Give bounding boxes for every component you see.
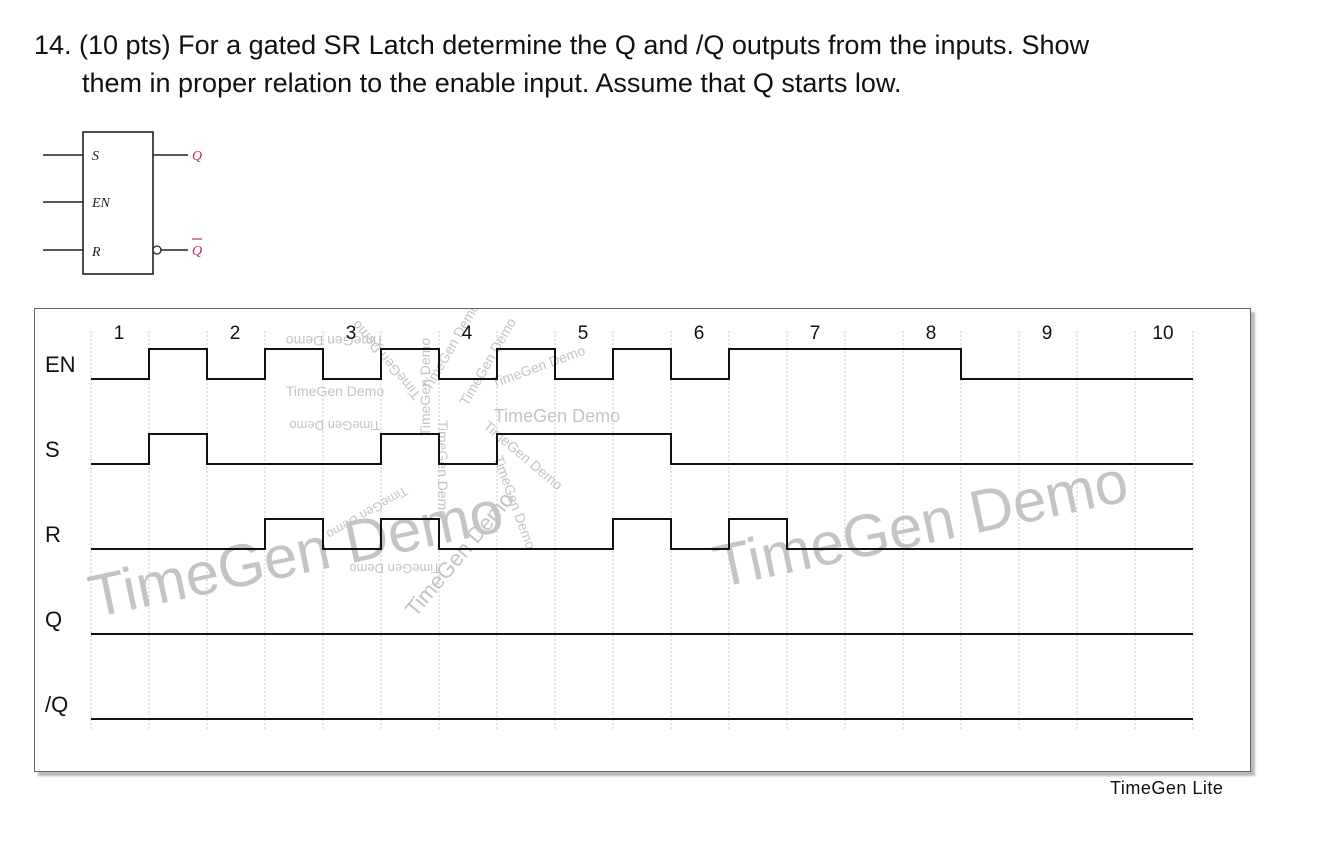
- sr-latch-symbol: S EN R Q Q: [43, 131, 202, 275]
- s-pin-label: S: [92, 149, 99, 164]
- question-line-2: them in proper relation to the enable in…: [82, 68, 902, 98]
- r-pin-label: R: [91, 245, 101, 260]
- timegen-watermark: TimeGen Demo: [417, 338, 433, 437]
- timegen-watermark: TimeGen Demo: [708, 447, 1134, 600]
- timegen-watermark: TimeGen Demo: [289, 418, 380, 433]
- timegen-watermark: TimeGen Demo: [83, 477, 509, 630]
- timegen-watermark: TimeGen Demo: [286, 333, 385, 349]
- signal-names: EN S R Q/Q: [45, 352, 76, 717]
- timegen-watermark: TimeGen Demo: [349, 561, 440, 576]
- timegen-watermark: TimeGen Demo: [286, 383, 385, 399]
- waveforms: [91, 348, 1193, 720]
- cycle-number: 7: [810, 323, 821, 344]
- signal-name: EN: [45, 352, 76, 377]
- waveform-en: [91, 348, 1193, 380]
- cycle-number: 10: [1152, 323, 1173, 344]
- cycle-number: 2: [230, 323, 241, 344]
- signal-name: Q: [45, 607, 62, 632]
- cycle-number: 1: [114, 323, 125, 344]
- question-text: 14. (10 pts) For a gated SR Latch determ…: [34, 26, 1274, 102]
- inversion-bubble: [152, 245, 162, 255]
- cycle-number: 4: [462, 323, 473, 344]
- timegen-lite-label: TimeGen Lite: [1110, 778, 1224, 798]
- qbar-output-label: Q: [192, 244, 202, 259]
- signal-name: S: [45, 437, 60, 462]
- question-line-1: 14. (10 pts) For a gated SR Latch determ…: [34, 30, 1090, 60]
- cycle-number: 3: [346, 323, 357, 344]
- waveform-r: [91, 518, 1193, 550]
- waveform-s: [91, 433, 1193, 465]
- cycle-number: 5: [578, 323, 589, 344]
- cycle-number: 8: [926, 323, 937, 344]
- signal-name: R: [45, 522, 61, 547]
- cycle-number: 6: [694, 323, 705, 344]
- cycle-number: 9: [1042, 323, 1053, 344]
- latch-body: [82, 131, 154, 275]
- signal-name: /Q: [45, 692, 68, 717]
- cycle-numbers: 1 2 3 4 5 6 7 8 9 10: [114, 323, 1174, 344]
- q-output-label: Q: [192, 149, 202, 164]
- timegen-watermark: TimeGen Demo: [494, 406, 620, 426]
- en-pin-label: EN: [91, 196, 111, 211]
